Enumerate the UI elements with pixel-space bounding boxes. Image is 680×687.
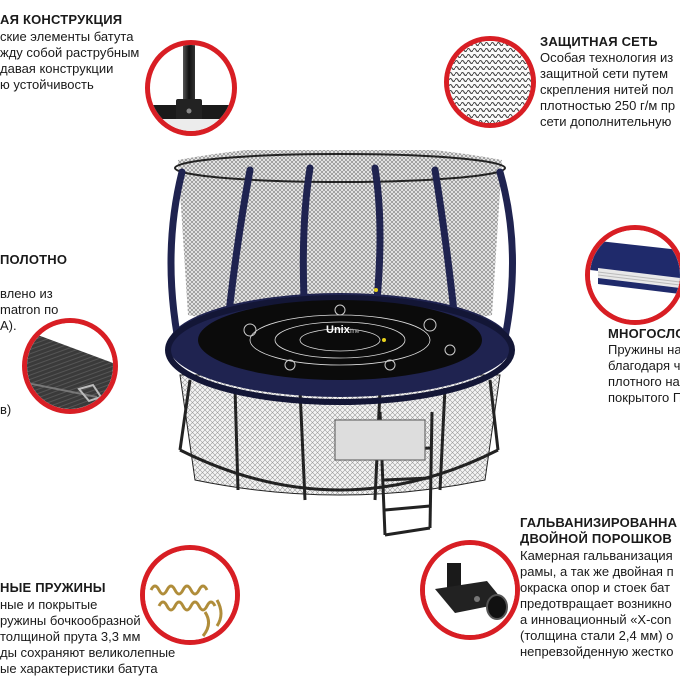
pad-layers-icon <box>590 230 680 320</box>
net-line-3: скрепления нитей пол <box>540 82 674 97</box>
multilayer-heading: МНОГОСЛО <box>608 326 680 341</box>
galvanized-line-2: рамы, а так же двойная п <box>520 564 674 579</box>
galvanized-line-6: (толщина стали 2,4 мм) о <box>520 628 674 643</box>
springs-line-3: толщиной прута 3,3 мм <box>0 629 141 644</box>
tube-connector-icon <box>425 545 515 635</box>
net-line-4: плотностью 250 г/м пр <box>540 98 676 113</box>
springs-heading: НЫЕ ПРУЖИНЫ <box>0 580 106 595</box>
spring-icon <box>145 550 235 640</box>
brand-logo: Unix <box>326 324 351 336</box>
net-line-1: Особая технология из <box>540 50 674 65</box>
net-mesh-icon <box>449 41 531 123</box>
frame-joint-circle <box>145 40 237 136</box>
galvanized-heading-2: ДВОЙНОЙ ПОРОШКОВ <box>520 531 673 546</box>
springs-line-5: ые характеристики батута <box>0 661 158 676</box>
mat-heading: ПОЛОТНО <box>0 252 68 267</box>
mat-circle <box>22 318 118 414</box>
frame-line-2: жду собой раструбным <box>0 45 140 60</box>
galvanized-heading-1: ГАЛЬВАНИЗИРОВАННА <box>520 515 678 530</box>
trampoline-illustration: Unix line <box>165 150 516 537</box>
springs-line-2: ружины бочкообразной <box>0 613 141 628</box>
multilayer-line-4: покрытого П <box>608 390 680 405</box>
frame-line-1: ские элементы батута <box>0 29 134 44</box>
springs-circle <box>140 545 240 645</box>
galvanized-line-4: предотвращает возникно <box>520 596 672 611</box>
frame-heading: АЯ КОНСТРУКЦИЯ <box>0 12 123 27</box>
frame-joint-icon <box>150 45 232 131</box>
frame-line-3: давая конструкции <box>0 61 114 76</box>
springs-line-4: ды сохраняют великолепные <box>0 645 176 660</box>
net-line-2: защитной сети путем <box>540 66 669 81</box>
connector-circle <box>420 540 520 640</box>
mat-line-1: влено из <box>0 286 53 301</box>
mat-fabric-icon <box>27 323 113 409</box>
pad-circle <box>585 225 680 325</box>
mat-line-2: matron по <box>0 302 59 317</box>
net-line-5: сети дополнительную <box>540 114 672 129</box>
frame-line-4: ю устойчивость <box>0 77 94 92</box>
galvanized-line-5: а инновационный «X-con <box>520 612 672 627</box>
net-circle <box>444 36 536 128</box>
multilayer-line-1: Пружины на <box>608 342 680 357</box>
mat-line-3: A). <box>0 318 17 333</box>
galvanized-line-3: окраска опор и стоек бат <box>520 580 671 595</box>
brand-logo-suffix: line <box>350 329 360 335</box>
galvanized-line-7: непревзойденную жестко <box>520 644 674 659</box>
galvanized-line-1: Камерная гальванизация <box>520 548 673 563</box>
multilayer-line-3: плотного на <box>608 374 680 389</box>
mat-tail: в) <box>0 402 12 417</box>
net-heading: ЗАЩИТНАЯ СЕТЬ <box>540 34 658 49</box>
springs-line-1: ные и покрытые <box>0 597 98 612</box>
multilayer-line-2: благодаря ч <box>608 358 680 373</box>
